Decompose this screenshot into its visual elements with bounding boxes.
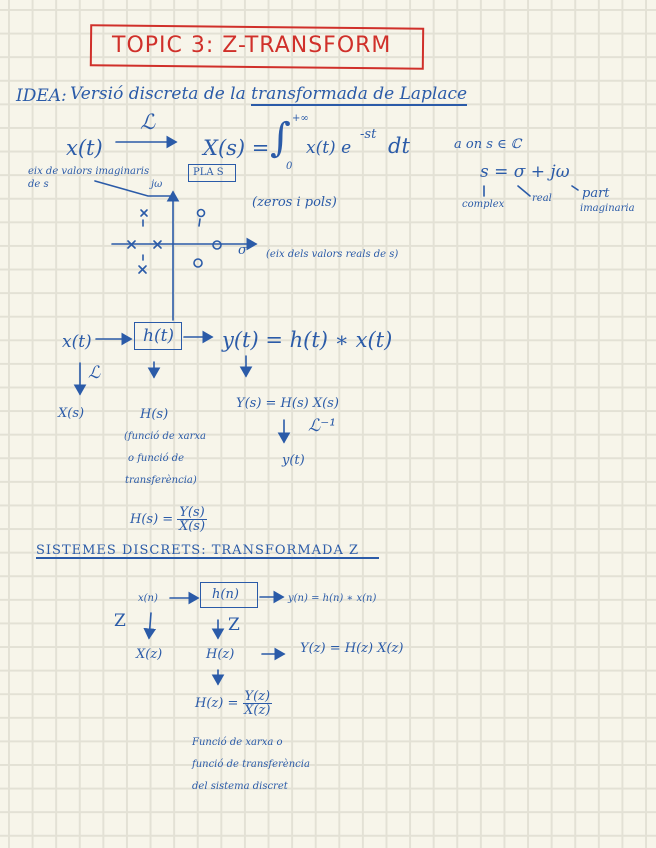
integral-lower: 0	[286, 161, 293, 172]
pole-icons	[127, 209, 162, 274]
laplace-input: x(t)	[66, 136, 103, 160]
cont-output-eq: y(t) = h(t) ∗ x(t)	[222, 328, 393, 352]
cont-H-ratio-den: X(s)	[178, 519, 206, 534]
plane-label-box	[188, 164, 236, 182]
cont-H: H(s)	[140, 407, 169, 422]
s-annotation-complex: complex	[462, 199, 505, 210]
s-domain: a on s ∈ ℂ	[454, 137, 522, 152]
idea-text-prefix: Versió discreta de la	[70, 84, 252, 104]
plane-label: PLA S	[193, 167, 224, 178]
cont-X: X(s)	[58, 406, 85, 421]
disc-H-fraction: Y(z) X(z)	[242, 689, 273, 718]
cont-inverse-laplace: ℒ⁻¹	[308, 416, 337, 436]
cont-block-box	[134, 322, 182, 350]
zero-icons	[193, 208, 222, 268]
page-title: TOPIC 3: Z-TRANSFORM	[112, 33, 392, 58]
disc-z-mid: Z	[228, 615, 240, 635]
cont-H-desc-3: transferència)	[125, 475, 197, 486]
disc-desc-3: del sistema discret	[192, 781, 288, 792]
cont-H-ratio-lhs: H(s) =	[130, 512, 174, 527]
real-axis-note: (eix dels valors reals de s)	[266, 249, 399, 260]
cont-laplace-arrow-label: ℒ	[88, 363, 101, 383]
cont-input: x(t)	[62, 332, 92, 352]
exponent: -st	[360, 127, 377, 142]
disc-desc-1: Funció de xarxa o	[192, 737, 283, 748]
disc-output-eq: y(n) = h(n) ∗ x(n)	[288, 593, 377, 604]
discrete-heading: SISTEMES DISCRETS: TRANSFORMADA Z	[36, 544, 379, 559]
cont-Y-eq: Y(s) = H(s) X(s)	[236, 396, 339, 411]
idea-label: IDEA:	[16, 86, 67, 106]
disc-input: x(n)	[138, 593, 158, 604]
cont-H-fraction: Y(s) X(s)	[177, 505, 207, 534]
disc-Y-eq: Y(z) = H(z) X(z)	[300, 641, 404, 656]
disc-H: H(z)	[206, 647, 235, 662]
imag-axis-label: jω	[151, 179, 163, 190]
disc-H-ratio: H(z) = Y(z) X(z)	[195, 689, 273, 718]
real-axis-label: σ	[238, 243, 247, 258]
cont-H-ratio: H(s) = Y(s) X(s)	[130, 506, 207, 533]
cont-H-desc-1: (funció de xarxa	[124, 431, 206, 442]
idea-text-underlined: transformada de Laplace	[251, 84, 468, 106]
integral-upper: +∞	[292, 113, 309, 124]
s-definition: s = σ + jω	[480, 162, 570, 182]
laplace-output: X(s) =	[203, 136, 270, 160]
s-annotation-imag-1: part	[582, 186, 610, 201]
differential: dt	[388, 134, 410, 158]
disc-H-ratio-den: X(z)	[244, 703, 271, 718]
integrand: x(t) e	[306, 138, 352, 158]
disc-block-box	[200, 582, 258, 608]
disc-z-left: Z	[114, 611, 126, 631]
cont-block: h(t)	[143, 326, 175, 346]
disc-H-ratio-num: Y(z)	[242, 689, 273, 704]
disc-H-ratio-lhs: H(z) =	[195, 696, 239, 711]
disc-block: h(n)	[212, 587, 239, 602]
idea-text: Versió discreta de la transformada de La…	[70, 84, 468, 106]
s-annotation-real: real	[532, 193, 552, 204]
cont-y-back: y(t)	[282, 453, 305, 468]
disc-X: X(z)	[136, 647, 163, 662]
integral-sign-icon: ∫	[270, 115, 291, 161]
cont-H-desc-2: o funció de	[128, 453, 185, 464]
zeros-poles-note: (zeros i pols)	[252, 195, 337, 210]
s-annotation-imag-2: imaginaria	[580, 203, 635, 214]
laplace-operator: ℒ	[140, 110, 156, 134]
imag-axis-note-1: eix de valors imaginaris	[28, 166, 150, 177]
imag-axis-note-2: de s	[28, 179, 49, 190]
cont-H-ratio-num: Y(s)	[177, 505, 207, 520]
disc-desc-2: funció de transferència	[192, 759, 310, 770]
